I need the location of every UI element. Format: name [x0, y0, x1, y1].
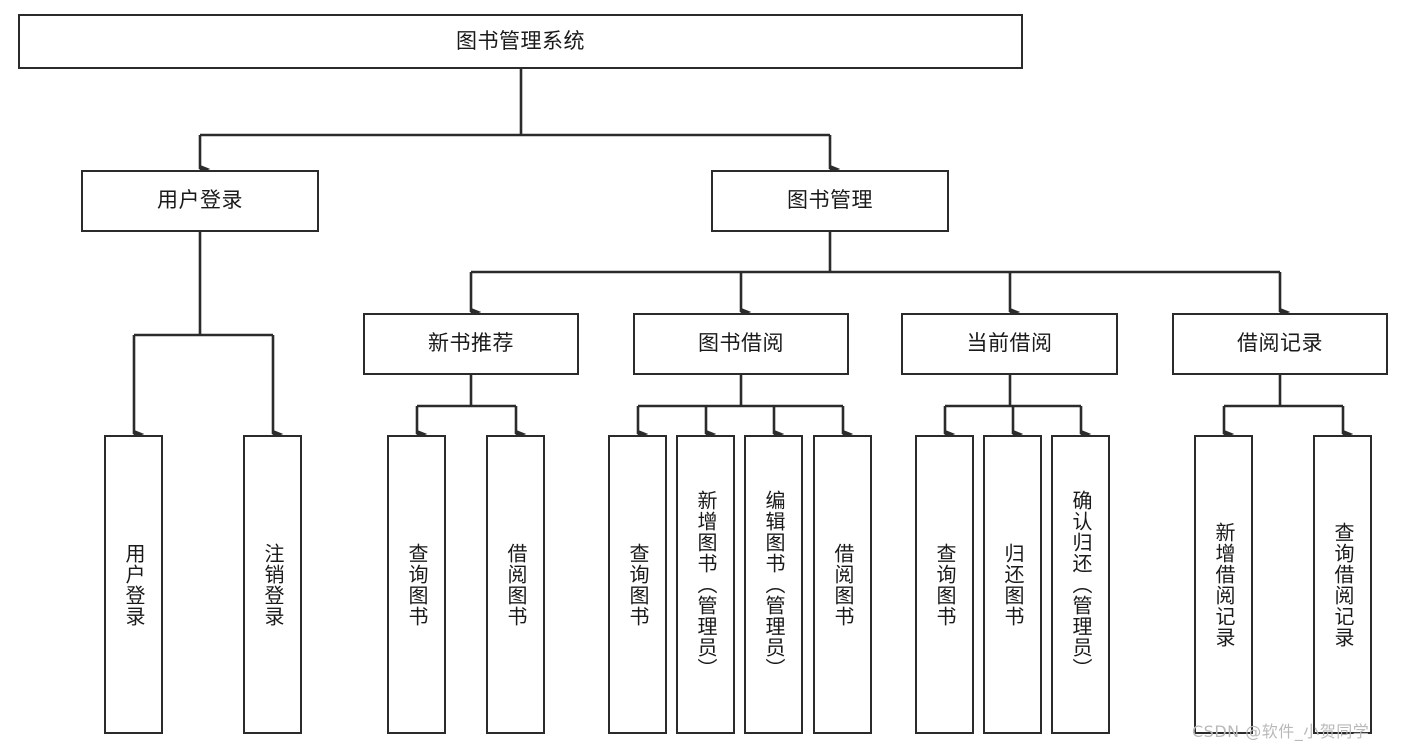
node-label: 图书管理 — [787, 188, 873, 213]
node-label: 查询图书 — [626, 542, 650, 627]
node-label: 编辑图书（管理员） — [762, 490, 786, 679]
node-leaf1[interactable]: 用户登录 — [104, 435, 163, 734]
node-label: 借阅图书 — [831, 542, 855, 627]
node-label: 归还图书 — [1001, 542, 1025, 627]
node-label: 注销登录 — [261, 542, 285, 627]
node-label: 查询图书 — [933, 542, 957, 627]
node-leaf7[interactable]: 编辑图书（管理员） — [744, 435, 803, 734]
node-leaf9[interactable]: 查询图书 — [915, 435, 974, 734]
node-bookmgmt[interactable]: 图书管理 — [711, 170, 949, 232]
node-leaf8[interactable]: 借阅图书 — [813, 435, 872, 734]
node-newrec[interactable]: 新书推荐 — [363, 313, 579, 375]
node-label: 当前借阅 — [966, 331, 1053, 356]
node-label: 借阅记录 — [1237, 331, 1323, 356]
node-leaf2[interactable]: 注销登录 — [243, 435, 302, 734]
node-root[interactable]: 图书管理系统 — [18, 14, 1023, 69]
node-label: 查询图书 — [405, 542, 429, 627]
node-label: 新增图书（管理员） — [694, 490, 718, 679]
node-leaf3[interactable]: 查询图书 — [387, 435, 446, 734]
node-label: 新增借阅记录 — [1212, 521, 1236, 648]
node-leaf12[interactable]: 新增借阅记录 — [1194, 435, 1253, 734]
node-login[interactable]: 用户登录 — [81, 170, 319, 232]
node-current[interactable]: 当前借阅 — [901, 313, 1118, 375]
node-leaf6[interactable]: 新增图书（管理员） — [676, 435, 735, 734]
node-label: 借阅图书 — [504, 542, 528, 627]
node-leaf10[interactable]: 归还图书 — [983, 435, 1042, 734]
node-borrow[interactable]: 图书借阅 — [633, 313, 849, 375]
node-label: 确认归还（管理员） — [1069, 490, 1093, 679]
node-label: 图书管理系统 — [456, 28, 585, 53]
node-records[interactable]: 借阅记录 — [1172, 313, 1388, 375]
node-label: 查询借阅记录 — [1331, 521, 1355, 648]
node-leaf5[interactable]: 查询图书 — [608, 435, 667, 734]
node-label: 用户登录 — [157, 188, 243, 213]
node-leaf13[interactable]: 查询借阅记录 — [1313, 435, 1372, 734]
node-leaf11[interactable]: 确认归还（管理员） — [1051, 435, 1110, 734]
node-label: 用户登录 — [122, 542, 146, 627]
node-label: 图书借阅 — [698, 331, 784, 356]
node-label: 新书推荐 — [428, 331, 514, 356]
node-leaf4[interactable]: 借阅图书 — [486, 435, 545, 734]
